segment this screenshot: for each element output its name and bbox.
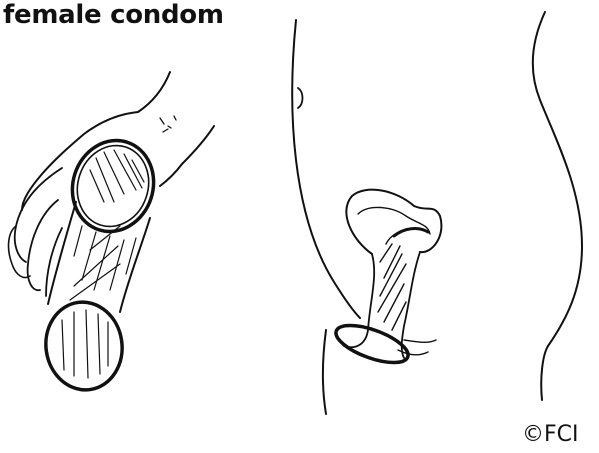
body-front-contour	[292, 20, 360, 318]
body-back-contour	[533, 12, 582, 400]
leg-front-contour	[323, 330, 326, 414]
body-cross-section	[292, 12, 582, 414]
uterus-outline	[346, 190, 441, 254]
condom-inner-fold	[394, 229, 428, 236]
knuckle-marks	[160, 116, 176, 132]
condom-in-canal	[378, 229, 424, 330]
condom-outer-ring-inner-edge	[67, 136, 159, 236]
navel-mark	[298, 88, 303, 108]
inner-ring-shading	[62, 310, 108, 378]
hand-holding-condom	[9, 72, 214, 395]
vaginal-canal-front	[344, 254, 374, 347]
condom-inner-ring	[40, 297, 128, 395]
ring-hatching	[90, 150, 144, 202]
condom-outer-ring	[61, 130, 166, 242]
inserted-condom-outer-ring	[332, 318, 413, 370]
condom-sheath-right	[120, 218, 150, 312]
wrist-outline	[160, 126, 214, 186]
finger-2	[28, 200, 58, 290]
finger-1	[15, 168, 62, 262]
copyright-notice: ©FCI	[522, 424, 579, 446]
